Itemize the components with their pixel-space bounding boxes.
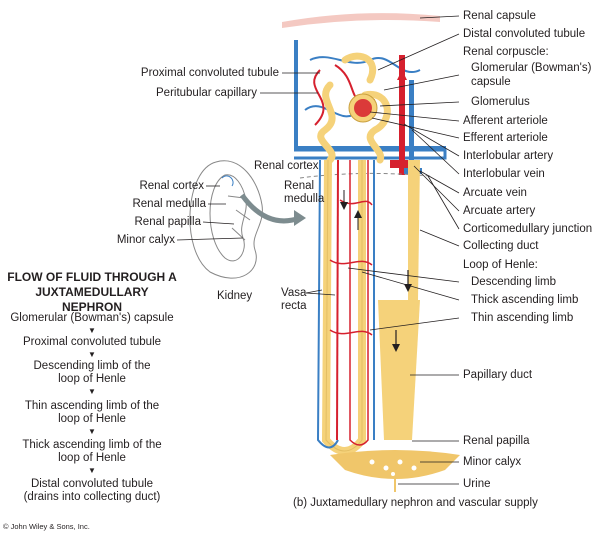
flow-step-1: Glomerular (Bowman's) capsule (4, 312, 180, 325)
label-efferent-arteriole: Efferent arteriole (463, 132, 548, 145)
label-renal-medulla-inner-1: Renal (284, 180, 314, 193)
minor-calyx-shape (330, 450, 460, 492)
label-interlobular-artery: Interlobular artery (463, 150, 553, 163)
label-distal-convoluted-tubule: Distal convoluted tubule (463, 28, 585, 41)
flow-arrow-icon: ▼ (88, 327, 96, 335)
flow-step-2: Proximal convoluted tubule (4, 336, 180, 349)
flow-arrow-icon: ▼ (88, 428, 96, 436)
label-glomerular-capsule: Glomerular (Bowman's) (471, 62, 591, 75)
label-minor-calyx: Minor calyx (463, 456, 521, 469)
label-renal-medulla-inner-2: medulla (284, 193, 324, 206)
flow-step-5: Thick ascending limb of the loop of Henl… (4, 439, 180, 465)
label-renal-papilla: Renal papilla (463, 435, 530, 448)
label-renal-medulla-left: Renal medulla (132, 198, 206, 211)
label-collecting-duct: Collecting duct (463, 240, 538, 253)
label-renal-capsule: Renal capsule (463, 10, 536, 23)
label-glomerular-capsule-2: capsule (471, 76, 511, 89)
label-arcuate-artery: Arcuate artery (463, 205, 535, 218)
copyright-notice: © John Wiley & Sons, Inc. (3, 522, 90, 531)
figure-caption: (b) Juxtamedullary nephron and vascular … (293, 497, 538, 509)
label-loop-of-henle: Loop of Henle: (463, 259, 538, 272)
label-thick-ascending-limb: Thick ascending limb (471, 294, 578, 307)
flow-step-3: Descending limb of the loop of Henle (4, 360, 180, 386)
renal-capsule-shape (282, 13, 440, 28)
label-descending-limb: Descending limb (471, 276, 556, 289)
flow-step-4: Thin ascending limb of the loop of Henle (4, 400, 180, 426)
label-proximal-convoluted-tubule: Proximal convoluted tubule (141, 67, 279, 80)
label-arcuate-vein: Arcuate vein (463, 187, 527, 200)
flow-arrow-icon: ▼ (88, 388, 96, 396)
label-afferent-arteriole: Afferent arteriole (463, 115, 548, 128)
label-renal-papilla-left: Renal papilla (135, 216, 202, 229)
label-urine: Urine (463, 478, 490, 491)
label-thin-ascending-limb: Thin ascending limb (471, 312, 573, 325)
label-minor-calyx-left: Minor calyx (117, 234, 175, 247)
label-vasa-recta-2: recta (281, 300, 307, 313)
label-papillary-duct: Papillary duct (463, 369, 532, 382)
label-corticomedullary-junction: Corticomedullary junction (463, 223, 592, 236)
label-renal-corpuscle: Renal corpuscle: (463, 46, 549, 59)
label-renal-cortex-inner: Renal cortex (254, 160, 319, 173)
flow-arrow-icon: ▼ (88, 467, 96, 475)
label-glomerulus: Glomerulus (471, 96, 530, 109)
flow-arrow-icon: ▼ (88, 351, 96, 359)
label-vasa-recta-1: Vasa (281, 287, 306, 300)
label-kidney: Kidney (217, 290, 252, 303)
collecting-duct-shape (378, 160, 420, 440)
flow-title: FLOW OF FLUID THROUGH A JUXTAMEDULLARY N… (4, 270, 180, 315)
label-peritubular-capillary: Peritubular capillary (156, 87, 257, 100)
label-interlobular-vein: Interlobular vein (463, 168, 545, 181)
label-renal-cortex-left: Renal cortex (139, 180, 204, 193)
flow-step-6: Distal convoluted tubule (drains into co… (4, 478, 180, 504)
